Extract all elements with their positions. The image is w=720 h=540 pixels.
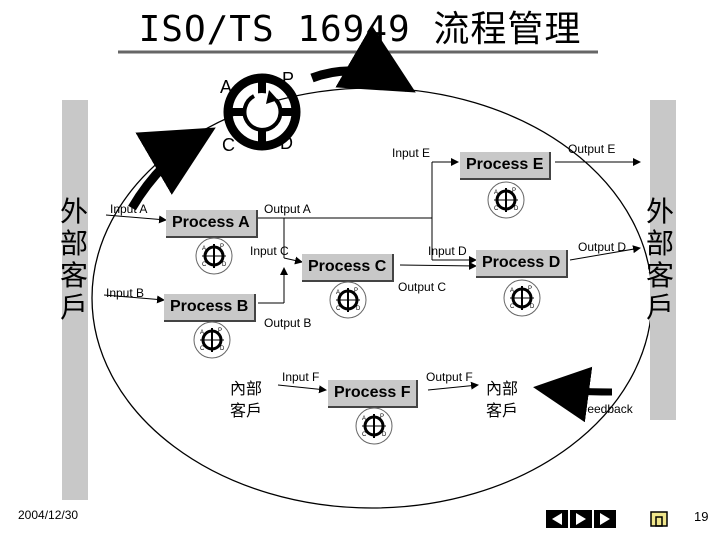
external-customer-left-label: 外 部 客 戶 — [60, 195, 89, 324]
footer-date: 2004/12/30 — [18, 508, 79, 522]
process-c-pdca-icon: A P C D — [329, 281, 367, 319]
svg-text:D: D — [220, 346, 225, 352]
svg-text:C: C — [494, 206, 499, 212]
process-c-box: Process C — [302, 254, 395, 282]
svg-text:A: A — [510, 288, 514, 294]
page-number: 19 — [694, 509, 709, 524]
svg-text:C: C — [362, 432, 367, 438]
svg-text:P: P — [528, 286, 532, 292]
svg-text:P: P — [220, 244, 224, 250]
process-e-pdca-icon: A P C D — [487, 181, 525, 219]
svg-text:D: D — [530, 304, 535, 310]
output-e-label: Output E — [568, 142, 616, 156]
nav-home-button[interactable] — [648, 510, 670, 528]
internal-customer-left-label: 內部 客戶 — [230, 379, 263, 420]
output-c-label: Output C — [398, 280, 447, 294]
process-a-box: Process A — [166, 210, 258, 238]
pdca-label-a: A — [220, 77, 233, 97]
external-customer-right-label: 外 部 客 戶 — [646, 195, 675, 324]
process-b-box: Process B — [164, 294, 257, 322]
svg-text:A: A — [336, 290, 340, 296]
feedback-label: Feedback — [580, 402, 633, 416]
svg-text:A: A — [200, 330, 204, 336]
svg-text:D: D — [382, 432, 387, 438]
nav-first-button[interactable] — [546, 510, 568, 528]
svg-text:A: A — [494, 190, 498, 196]
process-e-box: Process E — [460, 152, 552, 180]
process-d-box: Process D — [476, 250, 569, 278]
pdca-label-d: D — [280, 133, 293, 153]
pdca-label-p: P — [282, 69, 295, 89]
svg-text:P: P — [218, 328, 222, 334]
nav-play-button[interactable] — [570, 510, 592, 528]
nav-next-button[interactable] — [594, 510, 616, 528]
output-b-label: Output B — [264, 316, 312, 330]
svg-text:A: A — [202, 246, 206, 252]
svg-text:D: D — [514, 206, 519, 212]
svg-text:P: P — [380, 414, 384, 420]
output-a-label: Output A — [264, 202, 311, 216]
process-f-box: Process F — [328, 380, 419, 408]
svg-text:D: D — [356, 306, 361, 312]
input-c-label: Input C — [250, 244, 289, 258]
loop-arrow-top-right — [310, 25, 416, 93]
svg-text:D: D — [222, 262, 227, 268]
process-f-pdca-icon: A P C D — [355, 407, 393, 445]
loop-arrow-top-left — [128, 127, 216, 211]
output-d-label: Output D — [578, 240, 627, 254]
input-b-label: Input B — [106, 286, 145, 300]
process-d-pdca-icon: A P C D — [503, 279, 541, 317]
pdca-label-c: C — [222, 135, 235, 155]
input-d-label: Input D — [428, 244, 467, 258]
internal-customer-right-label: 內部 客戶 — [486, 379, 519, 420]
external-customer-bar-left — [62, 100, 88, 500]
process-b-pdca-icon: A P C D — [193, 321, 231, 359]
external-customer-bar-right — [650, 100, 676, 420]
svg-text:P: P — [354, 288, 358, 294]
svg-text:C: C — [510, 304, 515, 310]
input-a-label: Input A — [110, 202, 148, 216]
svg-text:C: C — [336, 306, 341, 312]
svg-text:P: P — [512, 188, 516, 194]
pdca-cycle-diagram — [223, 73, 301, 151]
feedback-arrow — [533, 366, 613, 423]
process-a-pdca-icon: A P C D — [195, 237, 233, 275]
svg-text:C: C — [202, 262, 207, 268]
input-f-label: Input F — [282, 370, 320, 384]
input-e-label: Input E — [392, 146, 431, 160]
svg-text:C: C — [200, 346, 205, 352]
svg-text:A: A — [362, 416, 366, 422]
output-f-label: Output F — [426, 370, 473, 384]
